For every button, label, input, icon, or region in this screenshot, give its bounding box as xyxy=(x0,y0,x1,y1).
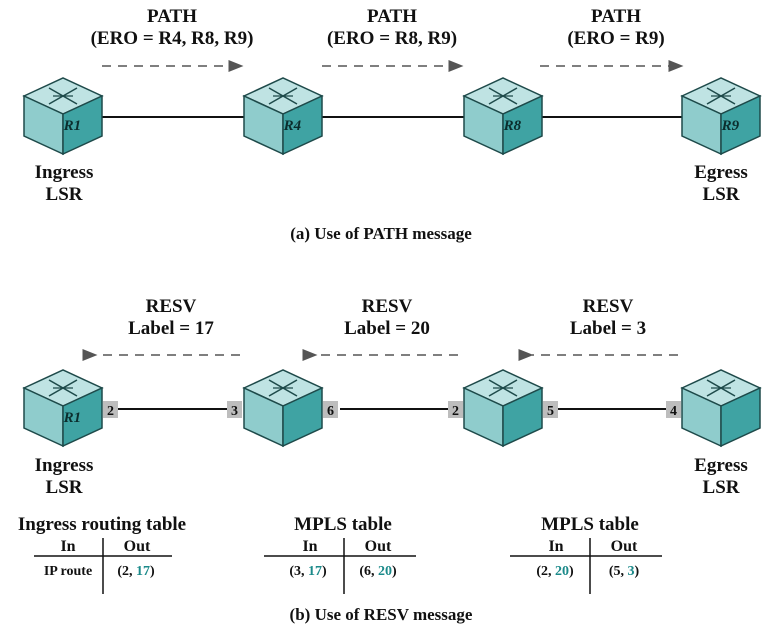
table-title: MPLS table xyxy=(294,514,392,535)
table-out-value: (6, 20) xyxy=(359,564,397,579)
port-5: 5 xyxy=(543,401,558,419)
table-col-in: In xyxy=(60,538,75,555)
port-1: 2 xyxy=(103,401,118,419)
svg-text:6: 6 xyxy=(327,404,334,419)
router-icon xyxy=(242,369,324,448)
egress-label-line2: LSR xyxy=(703,184,740,205)
svg-text:4: 4 xyxy=(670,404,677,419)
ingress-label-line2: LSR xyxy=(46,184,83,205)
path-msg-2-title: PATH xyxy=(367,6,417,27)
router-label: R4 xyxy=(283,118,302,134)
part-b: RESV Label = 17 RESV Label = 20 RESV Lab… xyxy=(18,296,762,624)
svg-text:3: 3 xyxy=(231,404,238,419)
mpls-table-2: MPLS table In Out (2, 20) (5, 3) xyxy=(510,514,662,594)
svg-text:2: 2 xyxy=(452,404,459,419)
resv-msg-1-title: RESV xyxy=(146,296,197,317)
table-title: Ingress routing table xyxy=(18,514,186,535)
ingress-label-b-line2: LSR xyxy=(46,477,83,498)
table-out-value: (2, 17) xyxy=(117,564,155,579)
path-msg-2-ero: (ERO = R8, R9) xyxy=(327,28,457,49)
router-icon xyxy=(680,369,762,448)
table-out-value: (5, 3) xyxy=(609,564,640,579)
router-icon xyxy=(462,369,544,448)
port-3: 6 xyxy=(323,401,338,419)
svg-text:2: 2 xyxy=(107,404,114,419)
ingress-label-line1: Ingress xyxy=(35,162,94,183)
resv-msg-3-title: RESV xyxy=(583,296,634,317)
table-col-in: In xyxy=(302,538,317,555)
router-icon: R8 xyxy=(462,77,544,156)
mpls-table-1: MPLS table In Out (3, 17) (6, 20) xyxy=(264,514,416,594)
router-icon: R1 xyxy=(22,369,104,448)
table-in-value: IP route xyxy=(44,564,92,579)
table-col-out: Out xyxy=(365,538,392,555)
path-msg-3-ero: (ERO = R9) xyxy=(567,28,664,49)
svg-text:5: 5 xyxy=(547,404,554,419)
table-title: MPLS table xyxy=(541,514,639,535)
router-icon: R1 xyxy=(22,77,104,156)
router-icon: R4 xyxy=(242,77,324,156)
egress-label-b-line2: LSR xyxy=(703,477,740,498)
router-label: R9 xyxy=(721,118,740,134)
router-label: R1 xyxy=(63,410,82,426)
table-col-out: Out xyxy=(124,538,151,555)
ingress-label-b-line1: Ingress xyxy=(35,455,94,476)
resv-msg-2-label: Label = 20 xyxy=(344,318,430,339)
table-col-in: In xyxy=(548,538,563,555)
router-label: R1 xyxy=(63,118,82,134)
caption-b: (b) Use of RESV message xyxy=(290,605,473,624)
ingress-routing-table: Ingress routing table In Out IP route (2… xyxy=(18,514,186,594)
port-6: 4 xyxy=(666,401,681,419)
path-msg-1-title: PATH xyxy=(147,6,197,27)
resv-msg-1-label: Label = 17 xyxy=(128,318,214,339)
table-col-out: Out xyxy=(611,538,638,555)
path-msg-1-ero: (ERO = R4, R8, R9) xyxy=(91,28,254,49)
egress-label-b-line1: Egress xyxy=(694,455,747,476)
egress-label-line1: Egress xyxy=(694,162,747,183)
caption-a: (a) Use of PATH message xyxy=(290,224,472,243)
path-msg-3-title: PATH xyxy=(591,6,641,27)
resv-msg-2-title: RESV xyxy=(362,296,413,317)
router-label: R8 xyxy=(503,118,522,134)
router-icon: R9 xyxy=(680,77,762,156)
resv-msg-3-label: Label = 3 xyxy=(570,318,646,339)
port-4: 2 xyxy=(448,401,463,419)
port-2: 3 xyxy=(227,401,242,419)
part-a: PATH (ERO = R4, R8, R9) PATH (ERO = R8, … xyxy=(22,6,762,243)
table-in-value: (3, 17) xyxy=(289,564,327,579)
table-in-value: (2, 20) xyxy=(536,564,574,579)
